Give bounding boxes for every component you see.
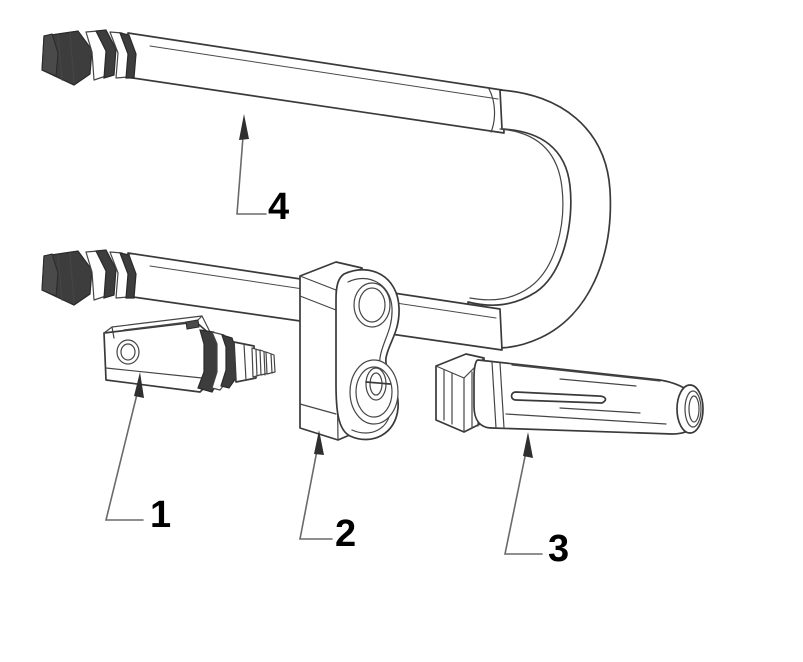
- block-through-hole: [116, 339, 140, 365]
- leader-line-3: [504, 432, 543, 555]
- callout-label-4: 4: [268, 186, 290, 228]
- nozzle-outlet: [676, 384, 704, 434]
- nozzle-groove-upper: [559, 378, 637, 387]
- block-top-notch: [185, 319, 200, 330]
- connector-threaded-stub: [233, 341, 276, 383]
- figure-eight-bracket: [299, 261, 400, 540]
- nozzle-groove-lower: [559, 407, 641, 414]
- callout-label-3: 3: [548, 528, 570, 570]
- upper-tube-highlight: [149, 45, 499, 100]
- lower-tube-threaded-tip: [41, 249, 137, 306]
- upper-tube-threaded-tip: [41, 29, 137, 86]
- nozzle-top-edge: [511, 364, 661, 382]
- plate-boss-slot: [365, 381, 391, 385]
- leader-line-2: [299, 430, 333, 540]
- leader-line-1: [104, 372, 144, 521]
- nozzle-facet-2: [499, 362, 505, 429]
- nozzle-slot: [510, 391, 607, 404]
- connector-collar: [197, 329, 237, 393]
- callout-label-1: 1: [150, 494, 172, 536]
- nozzle-bottom-edge: [505, 413, 667, 425]
- callout-label-2: 2: [335, 513, 357, 555]
- nozzle-facet-1: [491, 361, 497, 429]
- nozzle-body: [473, 359, 703, 435]
- upper-tube-group: [41, 29, 612, 349]
- connector-block-assembly: [103, 315, 276, 521]
- upper-tube-body: [125, 32, 505, 134]
- upper-tube-seam: [488, 88, 496, 133]
- plate-upper-bore: [353, 282, 391, 328]
- leader-line-4: [236, 114, 267, 215]
- tapered-nozzle-handle: [435, 353, 704, 555]
